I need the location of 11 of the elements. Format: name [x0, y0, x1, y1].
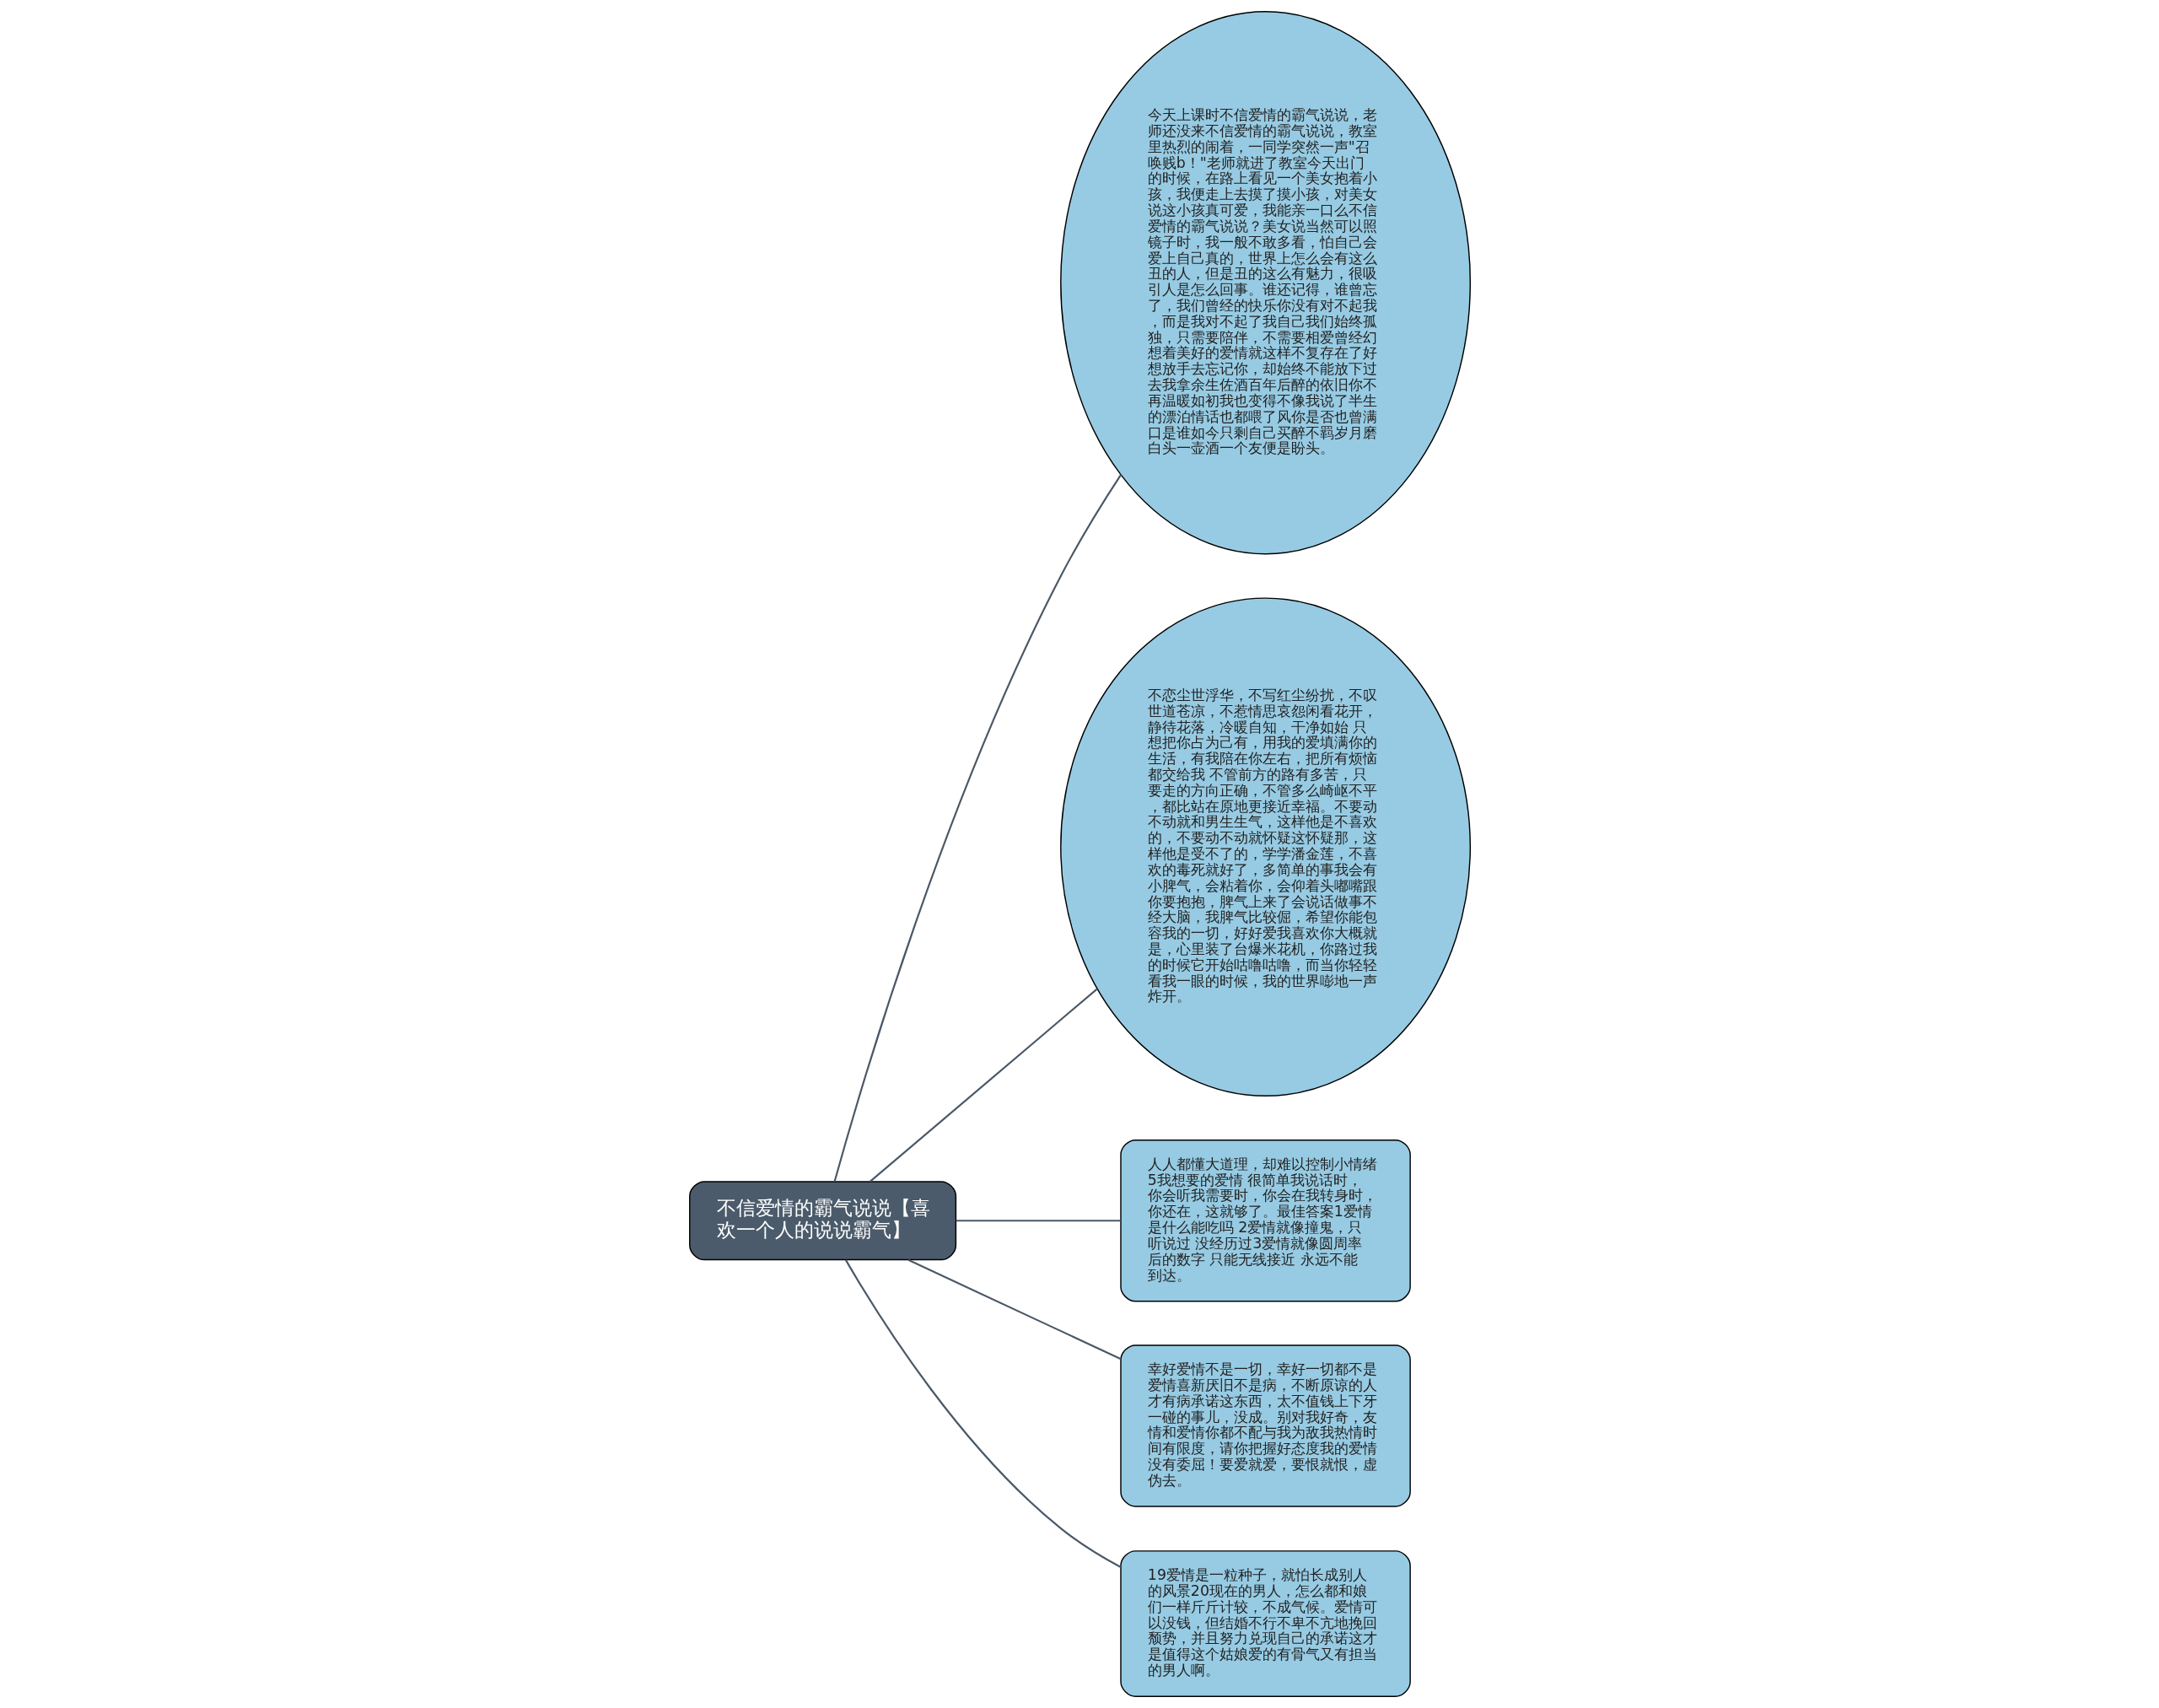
connector: [844, 1259, 1121, 1568]
connector: [833, 474, 1122, 1182]
node-box: 幸好爱情不是一切，幸好一切都不是爱情喜新厌旧不是病，不断原谅的人才有病承诺这东西，太不值钱上下牙一碰的事儿，没成。别对我好奇，友情和爱情你都不配与我为敌我热情时间有限度，请你把握好态度我的爱情没有委屈！要爱就爱，要恨就恨，虚伪去。: [1119, 1344, 1411, 1507]
connector: [907, 1258, 1121, 1360]
node-ellipse: 今天上课时不信爱情的霸气说说，老师还没来不信爱情的霸气说说，教室里热烈的闹着，一同学突然一声"召唤贱b！"老师就进了教室今天出门的时候，在路上看见一个美女抱着小孩，我便走上去摸了摸小孩，对美女说这小孩真可爱，我能亲一口么不信爱情的霸气说说？美女说当然可以照镜子时，我一般不敢多看，怕自己会爱上自己真的，世界上怎么会有这么丑的人，但是丑的这么有魅力，很吸引人是怎么回事。谁还记得，谁曾忘了，我们曾经的快乐你没有对不起我，而是我对不起了我自己我们始终孤独，只需要陪伴，不需要相爱曾经幻想着美好的爱情就这样不复存在了好想放手去忘记你，却始终不能放下过去我拿余生佐酒百年后醉的依旧你不再温暖如初我也变得不像我说了半生的漂泊情话也都喂了风你是否也曾满口是谁如今只剩自己买醉不羁岁月磨白头一壶酒一个友便是盼头。: [1059, 11, 1471, 555]
node-box: 人人都懂大道理，却难以控制小情绪5我想要的爱情 很简单我说话时，你会听我需要时，你会在我转身时，你还在，这就够了。最佳答案1爱情是什么能吃吗 2爱情就像撞鬼，只听说过 没经历过3爱情就像圆周率后的数字 只能无线接近 永远不能到达。: [1119, 1139, 1411, 1302]
node-box: 不信爱情的霸气说说【喜欢一个人的说说霸气】: [688, 1181, 956, 1261]
node-ellipse: 不恋尘世浮华，不写红尘纷扰，不叹世道苍凉，不惹情思哀怨闲看花开，静待花落，冷暖自知，干净如始 只想把你占为己有，用我的爱填满你的生活，有我陪在你左右，把所有烦恼都交给我 不管前方的路有多苦，只要走的方向正确，不管多么崎岖不平，都比站在原地更接近幸福。不要动不动就和男生生气，这样他是不喜欢的，不要动不动就怀疑这怀疑那，这样他是受不了的，学学潘金莲，不喜欢的毒死就好了，多简单的事我会有小脾气，会粘着你，会仰着头嘟嘴跟你要抱抱，脾气上来了会说话做事不经大脑，我脾气比较倔，希望你能包容我的一切，好好爱我喜欢你大概就是，心里装了台爆米花机，你路过我的时候它开始咕噜咕噜，而当你轻轻看我一眼的时候，我的世界嘭地一声炸开。: [1059, 597, 1471, 1096]
node-box: 19爱情是一粒种子，就怕长成别人的风景20现在的男人，怎么都和娘们一样斤斤计较，不成气候。爱情可以没钱，但结婚不行不卑不亢地挽回颓势，并且努力兑现自己的承诺这才是值得这个姑娘爱的有骨气又有担当的男人啊。: [1119, 1550, 1411, 1697]
connector: [956, 1220, 1121, 1222]
connector: [869, 988, 1098, 1183]
